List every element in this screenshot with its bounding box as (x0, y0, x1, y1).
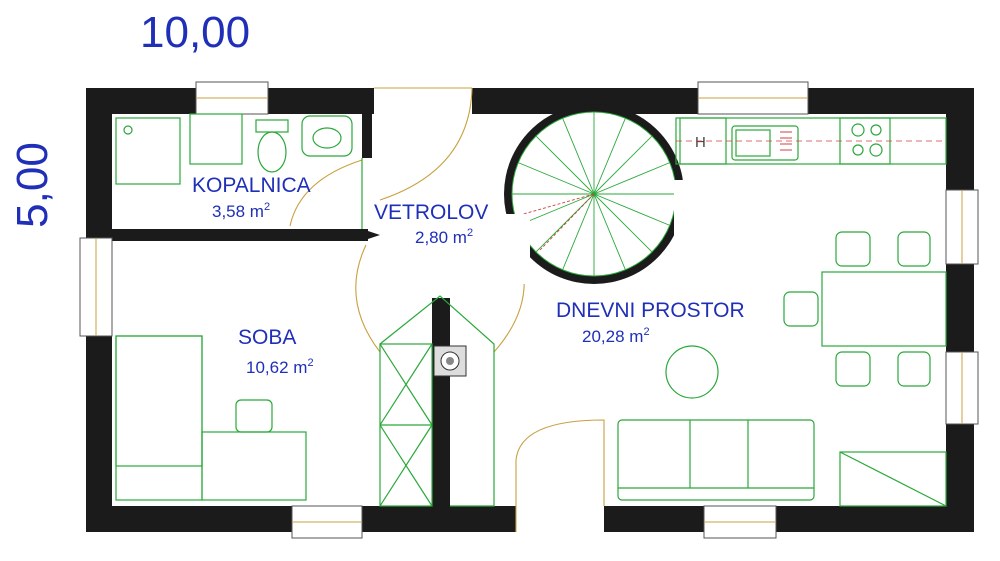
stair-tread (562, 118, 595, 195)
stair-tread (593, 118, 626, 195)
stair-tread (535, 135, 595, 195)
stair-tread (593, 193, 670, 226)
bath-cabinet (189, 113, 243, 165)
stair-tread (562, 193, 595, 270)
height-dimension: 5,00 (8, 142, 57, 228)
wall-right-mid (946, 264, 974, 352)
wall-right-top (946, 88, 974, 190)
coffee-table (665, 345, 719, 399)
wall-bath-vertical (362, 114, 372, 158)
desk (201, 431, 307, 501)
doors (289, 87, 605, 532)
stair-tread (518, 193, 595, 226)
room-name-kopalnica: KOPALNICA (192, 174, 311, 197)
wall-top-mid (268, 88, 374, 114)
stair-tread (535, 193, 595, 253)
dining-table (821, 271, 947, 347)
wall-left-top (86, 88, 112, 238)
bed (115, 335, 203, 501)
shower (115, 117, 181, 185)
wall-bottom-mid (362, 506, 516, 532)
stair-tread (593, 193, 653, 253)
windows (79, 81, 979, 539)
oven-label: H (695, 134, 706, 151)
living-furniture (617, 345, 947, 507)
stair-tread (593, 162, 670, 195)
room-name-soba: SOBA (238, 326, 297, 349)
width-dimension: 10,00 (140, 8, 251, 57)
sink (301, 115, 353, 157)
desk-chair (235, 399, 273, 433)
bedroom-furniture (115, 335, 307, 501)
spiral-staircase (500, 104, 708, 284)
stair-tread (593, 193, 626, 270)
room-name-vetrolov: VETROLOV (374, 201, 489, 224)
bathroom-fixtures (115, 113, 363, 229)
room-area-dnevni-prostor: 20,28 m2 (582, 326, 650, 346)
wall-bottom-left (86, 506, 292, 532)
hall-fixtures (379, 295, 495, 507)
wall-stair-core (432, 298, 450, 506)
room-area-soba: 10,62 m2 (246, 357, 314, 377)
wall-bath-partition (112, 229, 368, 241)
toilet-tank (255, 119, 289, 133)
room-area-vetrolov: 2,80 m2 (415, 227, 474, 247)
toilet-bowl (257, 131, 287, 173)
wall-bottom-right-b (776, 506, 974, 532)
kitchen: H (675, 117, 947, 165)
stair-tread (518, 162, 595, 195)
stair-tread (593, 135, 653, 195)
room-name-dnevni-prostor: DNEVNI PROSTOR (556, 299, 745, 322)
kitchen-sink (731, 125, 799, 161)
wall-bottom-right-a (604, 506, 704, 532)
dining-set (783, 231, 947, 387)
room-area-kopalnica: 3,58 m2 (212, 201, 271, 221)
walls (86, 88, 974, 532)
wall-entry-tip (362, 229, 380, 241)
stair-lower (839, 451, 947, 507)
wall-left-bottom (86, 336, 112, 532)
sofa (617, 419, 815, 501)
